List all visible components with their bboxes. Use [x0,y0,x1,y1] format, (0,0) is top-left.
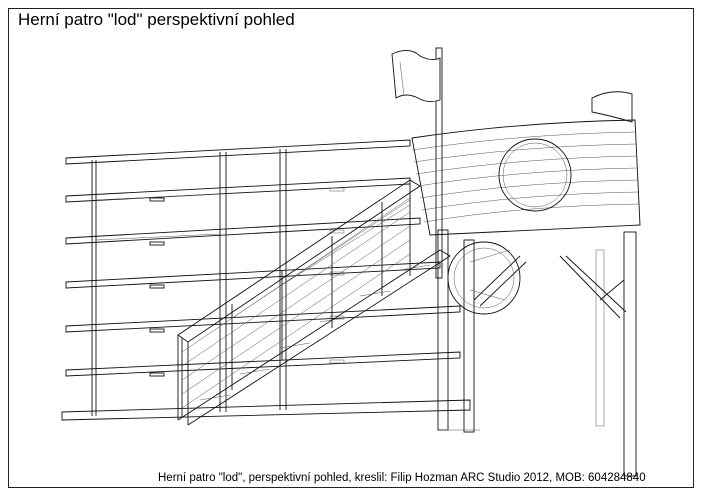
steering-wheel-outline [447,241,521,315]
shelving-unit [61,139,471,421]
drawing-frame [8,8,694,488]
drawing-caption: Herní patro "lod", perspektivní pohled, … [158,472,646,484]
drawing-title: Herní patro "lod" perspektivní pohled [18,10,295,29]
mast-with-flag [391,47,443,279]
staircase [177,179,451,426]
porthole-window [498,138,572,212]
boat-deck [411,91,641,477]
